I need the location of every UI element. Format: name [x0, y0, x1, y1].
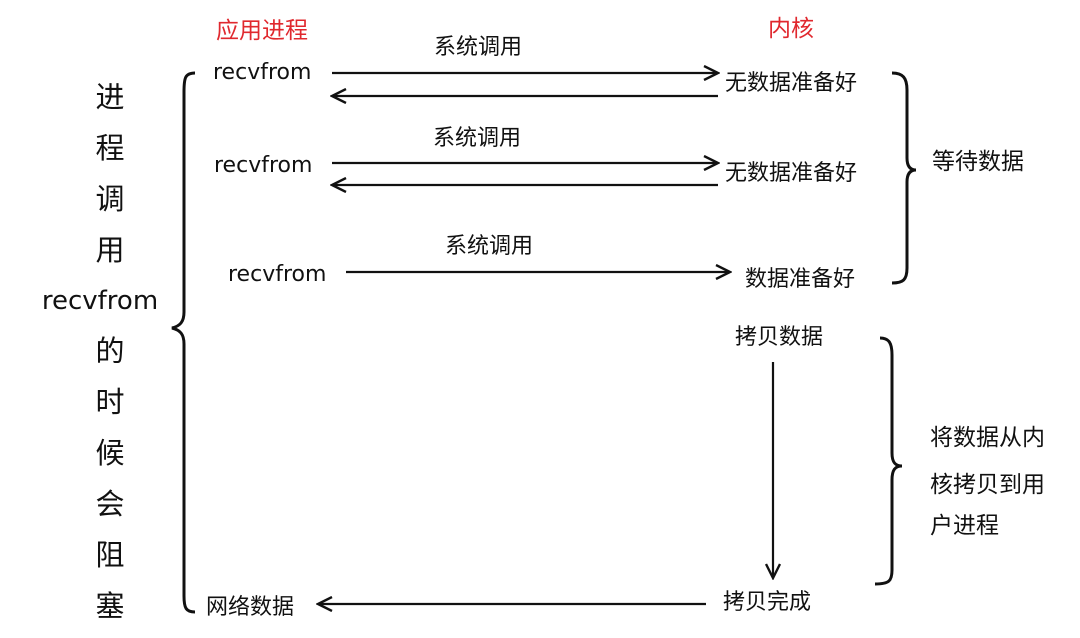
left-label-char: 会 [95, 487, 125, 521]
call-2-label: 系统调用 [433, 126, 522, 151]
copy-brace [874, 336, 903, 586]
call-1-kernel-state: 无数据准备好 [725, 71, 858, 96]
left-label-word: recvfrom [41, 286, 159, 316]
left-label-char: 进 [95, 80, 125, 114]
copy-description-line: 户进程 [930, 513, 999, 539]
call-3-kernel-state: 数据准备好 [745, 267, 856, 292]
wait-brace [891, 71, 917, 285]
left-label-char: 调 [95, 182, 125, 216]
copy-done-label: 拷贝完成 [723, 590, 812, 615]
wait-data-label: 等待数据 [932, 149, 1024, 175]
call-2-caller: recvfrom [214, 153, 313, 178]
left-label-char: 塞 [95, 589, 125, 623]
call-3-label: 系统调用 [445, 234, 534, 259]
call-3-caller: recvfrom [228, 262, 327, 287]
call-1-label: 系统调用 [434, 35, 523, 60]
call-2-kernel-state: 无数据准备好 [725, 161, 858, 186]
call-1-caller: recvfrom [213, 60, 312, 85]
left-label-char: 的 [95, 334, 125, 368]
left-brace [171, 71, 196, 614]
left-label-char: 用 [95, 233, 125, 267]
header-kernel: 内核 [768, 16, 814, 42]
left-label-char: 阻 [95, 538, 125, 572]
network-data-label: 网络数据 [206, 595, 295, 620]
copy-start-label: 拷贝数据 [735, 325, 824, 350]
left-label-char: 时 [95, 385, 125, 419]
copy-description-line: 将数据从内 [930, 425, 1045, 451]
header-app-process: 应用进程 [216, 18, 308, 44]
copy-description-line: 核拷贝到用 [930, 472, 1045, 498]
left-label-char: 程 [95, 131, 125, 165]
left-label-char: 候 [95, 436, 125, 470]
